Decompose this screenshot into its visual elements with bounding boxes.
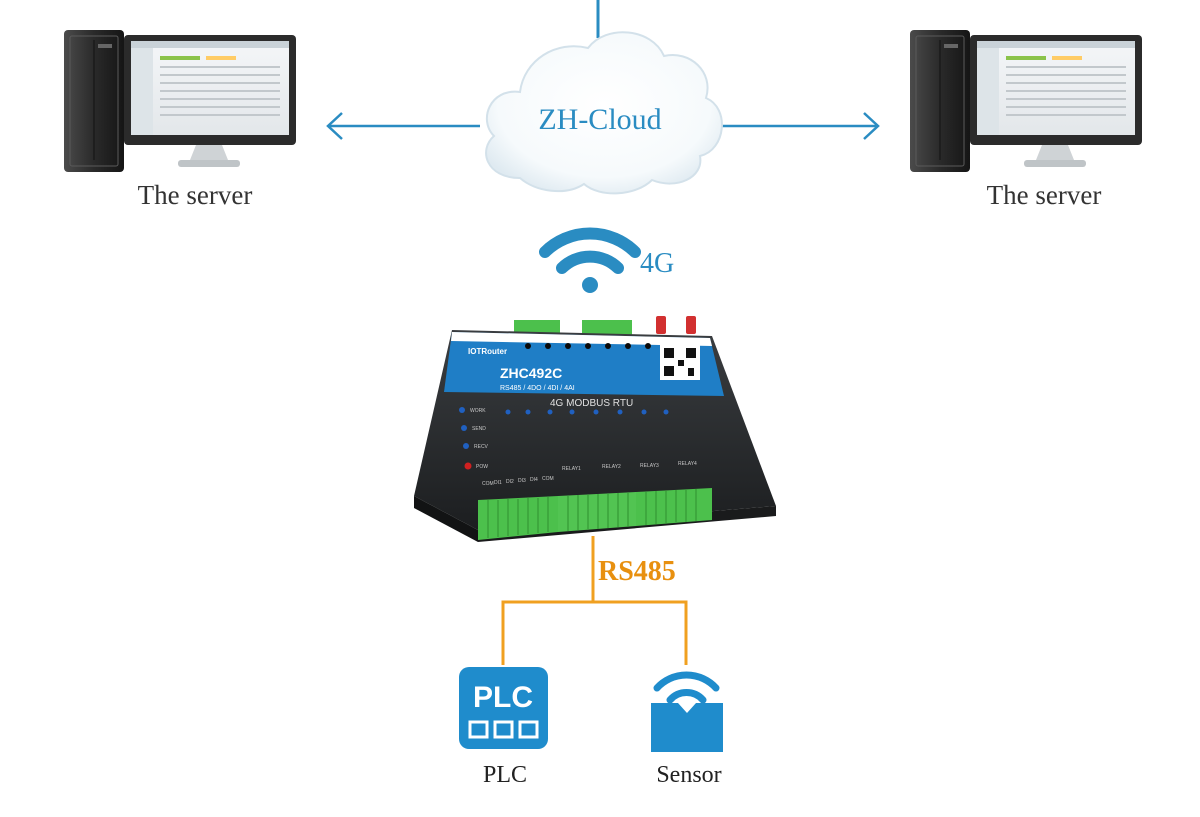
relay-2-label: RELAY2 xyxy=(602,464,621,470)
rs485-bus xyxy=(501,536,688,665)
rs485-bus-label: RS485 xyxy=(598,556,676,587)
server-right-label: The server xyxy=(986,180,1102,210)
relay-1-label: RELAY1 xyxy=(562,466,581,472)
cloud-to-right-server-arrow xyxy=(696,112,880,140)
plc-icon-text: PLC xyxy=(473,681,533,714)
led-pow-label: POW xyxy=(476,464,488,470)
plc-icon: PLC xyxy=(459,667,548,749)
device-spec: RS485 / 4DO / 4DI / 4AI xyxy=(500,385,575,392)
relay-3-label: RELAY3 xyxy=(640,463,659,469)
device-model: ZHC492C xyxy=(500,365,562,381)
cloud-to-left-server-arrow xyxy=(326,112,480,140)
terminal-label-5: DI4 xyxy=(530,477,538,483)
server-left-icon xyxy=(64,30,296,172)
led-send-label: SEND xyxy=(472,426,486,432)
terminal-label-1: COM xyxy=(482,481,494,487)
terminal-label-3: DI2 xyxy=(506,479,514,485)
router-device: IOTRouter ZHC492C RS485 / 4DO / 4DI / 4A… xyxy=(414,316,776,542)
sensor-icon xyxy=(651,671,723,752)
sensor-label: Sensor xyxy=(656,762,722,788)
cloud-label: ZH-Cloud xyxy=(538,103,662,136)
terminal-label-6: COM xyxy=(542,476,554,482)
led-recv-label: RECV xyxy=(474,444,489,450)
server-right-icon xyxy=(910,30,1142,172)
device-subtitle: 4G MODBUS RTU xyxy=(550,398,633,409)
relay-4-label: RELAY4 xyxy=(678,461,697,467)
terminal-label-4: DI3 xyxy=(518,478,526,484)
wifi-signal-icon xyxy=(539,227,641,293)
server-left-label: The server xyxy=(137,180,253,210)
terminal-label-2: DI1 xyxy=(494,480,502,486)
led-work-label: WORK xyxy=(470,408,486,414)
plc-label: PLC xyxy=(482,762,527,788)
cloud-icon xyxy=(485,31,723,195)
network-type-label: 4G xyxy=(640,248,675,279)
device-brand: IOTRouter xyxy=(468,347,507,356)
